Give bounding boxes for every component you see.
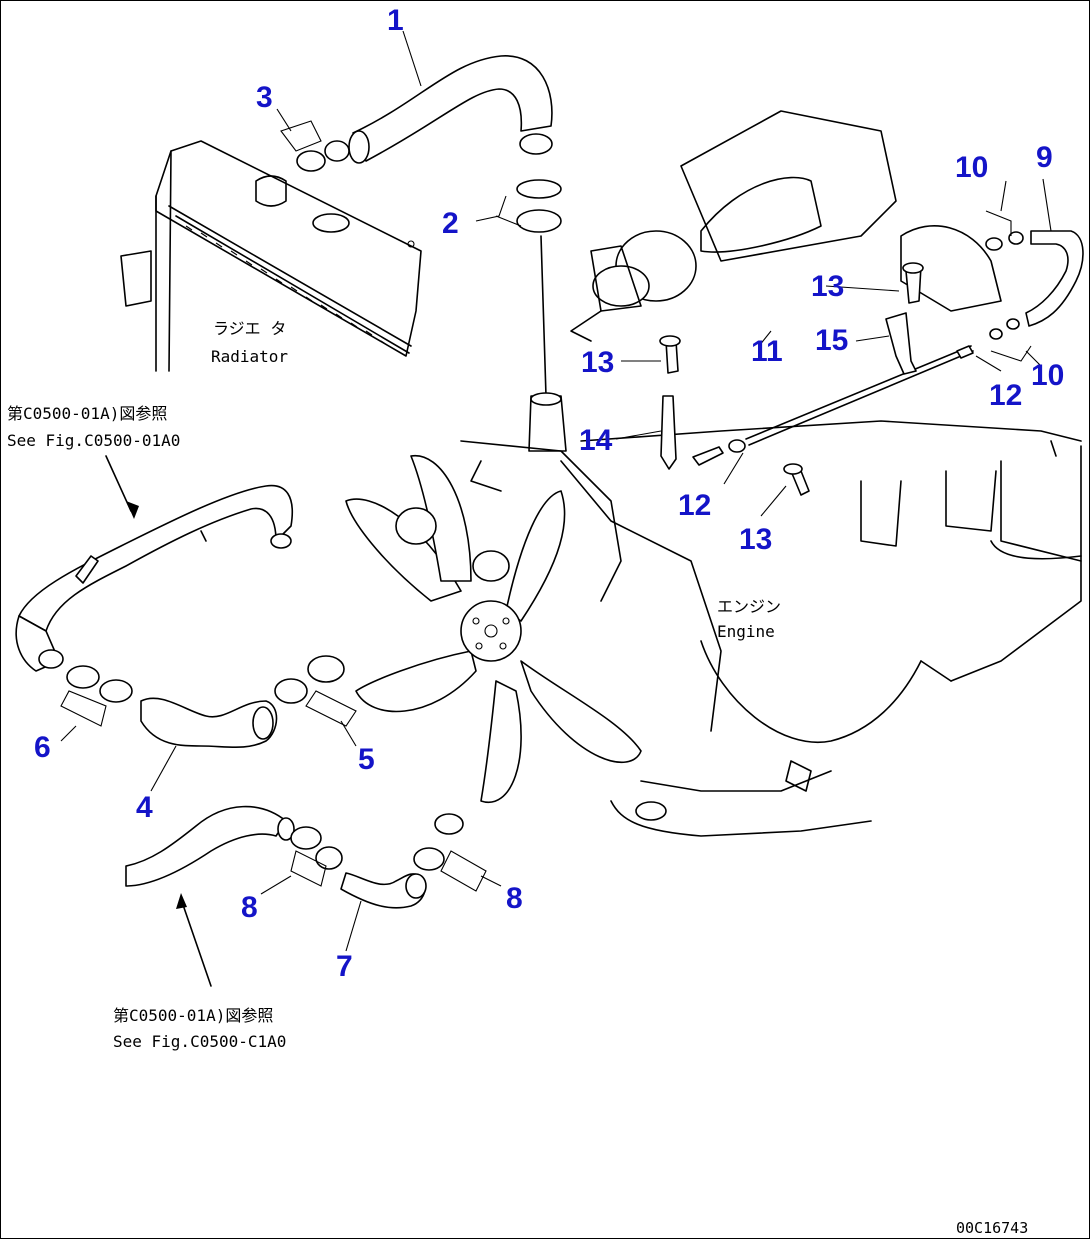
callout-4[interactable]: 4	[136, 791, 153, 824]
hose-4	[140, 697, 278, 749]
radiator-jp-label: ラジエ タ	[213, 319, 286, 338]
callout-14[interactable]: 14	[579, 424, 613, 457]
callout-8a[interactable]: 8	[241, 891, 258, 924]
ref-bottom-leader	[180, 898, 212, 987]
radiator-en-label: Radiator	[211, 347, 288, 366]
callout-2[interactable]: 2	[442, 207, 459, 240]
upper-hose	[296, 55, 553, 172]
callout-13c[interactable]: 13	[739, 523, 772, 556]
upper-clamps	[516, 179, 567, 452]
callout-8b[interactable]: 8	[506, 882, 523, 915]
clamps-5	[274, 655, 357, 727]
callout-7[interactable]: 7	[336, 950, 353, 983]
engine-en-label: Engine	[717, 622, 775, 641]
lower-hoses	[125, 805, 487, 909]
callout-1[interactable]: 1	[387, 4, 404, 37]
ref-bottom-jp: 第C0500-01A)図参照	[113, 1006, 273, 1025]
left-bypass-hose	[15, 484, 293, 672]
tube-assembly	[659, 210, 1084, 496]
callout-9[interactable]: 9	[1036, 141, 1053, 174]
callout-3[interactable]: 3	[256, 81, 273, 114]
ref-bottom-en: See Fig.C0500-C1A0	[113, 1032, 286, 1051]
callout-15[interactable]: 15	[815, 324, 848, 357]
callout-10b[interactable]: 10	[1031, 359, 1064, 392]
callout-13a[interactable]: 13	[811, 270, 844, 303]
radiator	[120, 140, 422, 372]
ref-top-arrowhead	[126, 501, 139, 519]
callout-12b[interactable]: 12	[678, 489, 711, 522]
callout-12a[interactable]: 12	[989, 379, 1022, 412]
clamps-6	[60, 665, 133, 727]
callout-11[interactable]: 11	[751, 335, 783, 368]
ref-top-en: See Fig.C0500-01A0	[7, 431, 180, 450]
callout-10a[interactable]: 10	[955, 151, 988, 184]
engine	[560, 110, 1082, 837]
engine-jp-label: エンジン	[717, 597, 781, 616]
callout-6[interactable]: 6	[34, 731, 51, 764]
ref-top-jp: 第C0500-01A)図参照	[7, 404, 167, 423]
fan	[345, 440, 642, 804]
drawing-code: 00C16743	[956, 1219, 1028, 1237]
callout-5[interactable]: 5	[358, 743, 375, 776]
callout-13b[interactable]: 13	[581, 346, 614, 379]
leader-lines	[60, 30, 1052, 952]
ref-bottom-arrowhead	[176, 893, 187, 909]
